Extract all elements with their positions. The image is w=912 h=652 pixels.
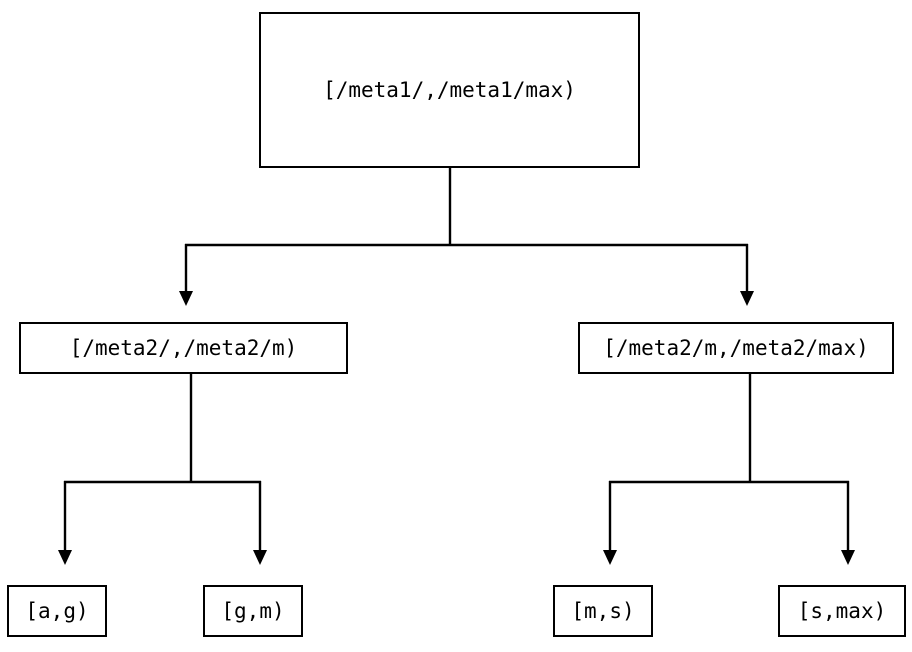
tree-node-leaf-gm[interactable]: [g,m) xyxy=(203,585,303,637)
arrowhead-to-leaf-ms xyxy=(603,550,617,565)
edge-meta2-high-to-leaves-group xyxy=(608,374,850,551)
tree-node-leaf-ms[interactable]: [m,s) xyxy=(553,585,653,637)
arrowhead-to-meta2-low xyxy=(179,291,193,306)
tree-node-leaf-gm-label: [g,m) xyxy=(221,599,285,623)
arrowhead-to-leaf-gm xyxy=(253,550,267,565)
tree-node-meta2-high-label: [/meta2/m,/meta2/max) xyxy=(603,336,869,360)
arrowhead-to-meta2-high xyxy=(740,291,754,306)
tree-node-meta2-high[interactable]: [/meta2/m,/meta2/max) xyxy=(578,322,894,374)
arrowhead-to-leaf-ag xyxy=(58,550,72,565)
tree-node-leaf-ag-label: [a,g) xyxy=(25,599,89,623)
arrowhead-to-leaf-smax xyxy=(841,550,855,565)
tree-node-meta2-low[interactable]: [/meta2/,/meta2/m) xyxy=(19,322,348,374)
tree-node-leaf-smax[interactable]: [s,max) xyxy=(778,585,906,637)
edge-root-to-meta2-group xyxy=(184,168,749,292)
tree-node-meta2-low-label: [/meta2/,/meta2/m) xyxy=(69,336,298,360)
edge-meta2-low-to-leaves-group xyxy=(63,374,262,551)
tree-node-leaf-smax-label: [s,max) xyxy=(797,599,887,623)
tree-node-root-label: [/meta1/,/meta1/max) xyxy=(323,78,576,102)
tree-node-leaf-ms-label: [m,s) xyxy=(571,599,635,623)
tree-node-leaf-ag[interactable]: [a,g) xyxy=(7,585,107,637)
tree-node-root[interactable]: [/meta1/,/meta1/max) xyxy=(259,12,640,168)
